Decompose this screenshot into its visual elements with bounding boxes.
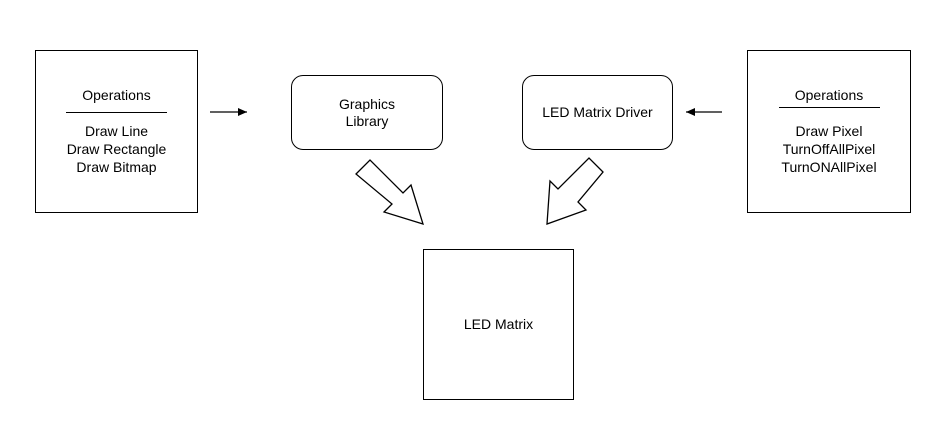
graphics-library-box: Graphics Library	[291, 75, 443, 150]
right-operations-divider	[779, 107, 880, 108]
right-operation-item: Draw Pixel	[795, 123, 863, 139]
right-operation-item: TurnOffAllPixel	[782, 141, 876, 157]
left-operations-title: Operations	[82, 87, 151, 103]
right-operations-box: Operations Draw Pixel TurnOffAllPixel Tu…	[747, 50, 911, 213]
left-operations-box: Operations Draw Line Draw Rectangle Draw…	[35, 50, 198, 213]
right-operations-title: Operations	[794, 87, 864, 103]
left-operation-item: Draw Rectangle	[66, 141, 167, 157]
led-matrix-driver-label: LED Matrix Driver	[542, 104, 653, 120]
led-matrix-driver-box: LED Matrix Driver	[522, 75, 673, 150]
graphics-to-matrix-block-arrow	[355, 159, 424, 225]
led-matrix-box: LED Matrix	[423, 249, 574, 400]
left-operation-item: Draw Line	[84, 123, 149, 139]
left-operations-list: Draw Line Draw Rectangle Draw Bitmap	[36, 122, 197, 176]
graphics-library-label: Graphics Library	[338, 95, 396, 129]
left-operation-item: Draw Bitmap	[76, 159, 157, 175]
right-operations-list: Draw Pixel TurnOffAllPixel TurnONAllPixe…	[748, 122, 910, 176]
led-matrix-label: LED Matrix	[463, 316, 534, 332]
left-operations-divider	[66, 112, 167, 113]
driver-to-matrix-block-arrow	[546, 157, 604, 225]
right-operation-item: TurnONAllPixel	[781, 159, 877, 175]
